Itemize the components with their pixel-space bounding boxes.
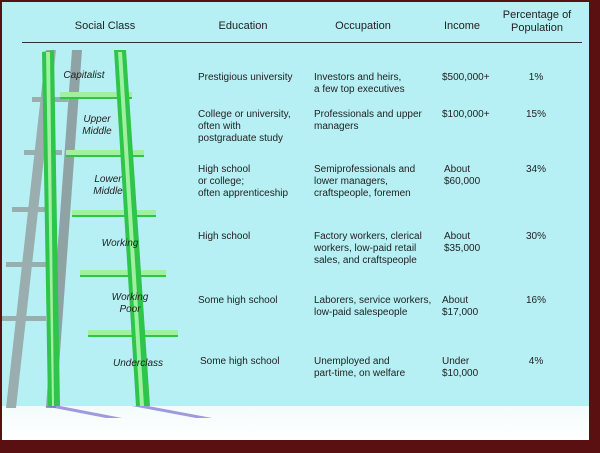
occupation-cell: Laborers, service workers, low-paid sale…	[314, 295, 432, 318]
occupation-cell: Professionals and upper managers	[314, 109, 422, 132]
percentage-cell: 1%	[528, 72, 544, 83]
education-cell: High school	[198, 231, 251, 242]
income-cell: About $35,000	[444, 231, 481, 254]
education-cell: Prestigious university	[198, 72, 293, 83]
header-percentage: Percentage of Population	[502, 9, 572, 34]
occupation-cell: Factory workers, clerical workers, low-p…	[314, 231, 422, 266]
education-cell: High school or college; often apprentice…	[198, 164, 289, 199]
percentage-cell: 15%	[525, 109, 546, 120]
percentage-cell: 4%	[528, 356, 544, 367]
class-label: Capitalist	[63, 70, 105, 81]
chart-panel: Social Class Education Occupation Income…	[2, 2, 589, 440]
class-label: Upper Middle	[82, 114, 112, 137]
ladder-illustration	[2, 50, 212, 418]
header-income: Income	[443, 20, 481, 32]
header-divider	[22, 42, 582, 43]
income-cell: $500,000+	[442, 72, 490, 83]
class-label: Working	[101, 238, 139, 249]
income-cell: About $17,000	[442, 295, 479, 318]
percentage-cell: 16%	[525, 295, 546, 306]
class-label: Working Poor	[111, 292, 149, 315]
percentage-cell: 30%	[525, 231, 546, 242]
header-social-class: Social Class	[74, 20, 136, 32]
education-cell: Some high school	[198, 295, 278, 306]
back-ladder	[2, 50, 82, 408]
floor	[2, 406, 589, 440]
education-cell: Some high school	[200, 356, 280, 367]
income-cell: $100,000+	[442, 109, 490, 120]
occupation-cell: Unemployed and part-time, on welfare	[314, 356, 406, 379]
occupation-cell: Investors and heirs, a few top executive…	[314, 72, 405, 95]
header-occupation: Occupation	[335, 20, 391, 32]
income-cell: About $60,000	[444, 164, 481, 187]
education-cell: College or university, often with postgr…	[198, 109, 291, 144]
occupation-cell: Semiprofessionals and lower managers, cr…	[314, 164, 416, 199]
ladder-rails	[42, 50, 150, 406]
header-education: Education	[218, 20, 268, 32]
percentage-cell: 34%	[525, 164, 546, 175]
class-label: Underclass	[112, 358, 164, 369]
class-label: Lower Middle	[93, 174, 123, 197]
income-cell: Under $10,000	[442, 356, 479, 379]
